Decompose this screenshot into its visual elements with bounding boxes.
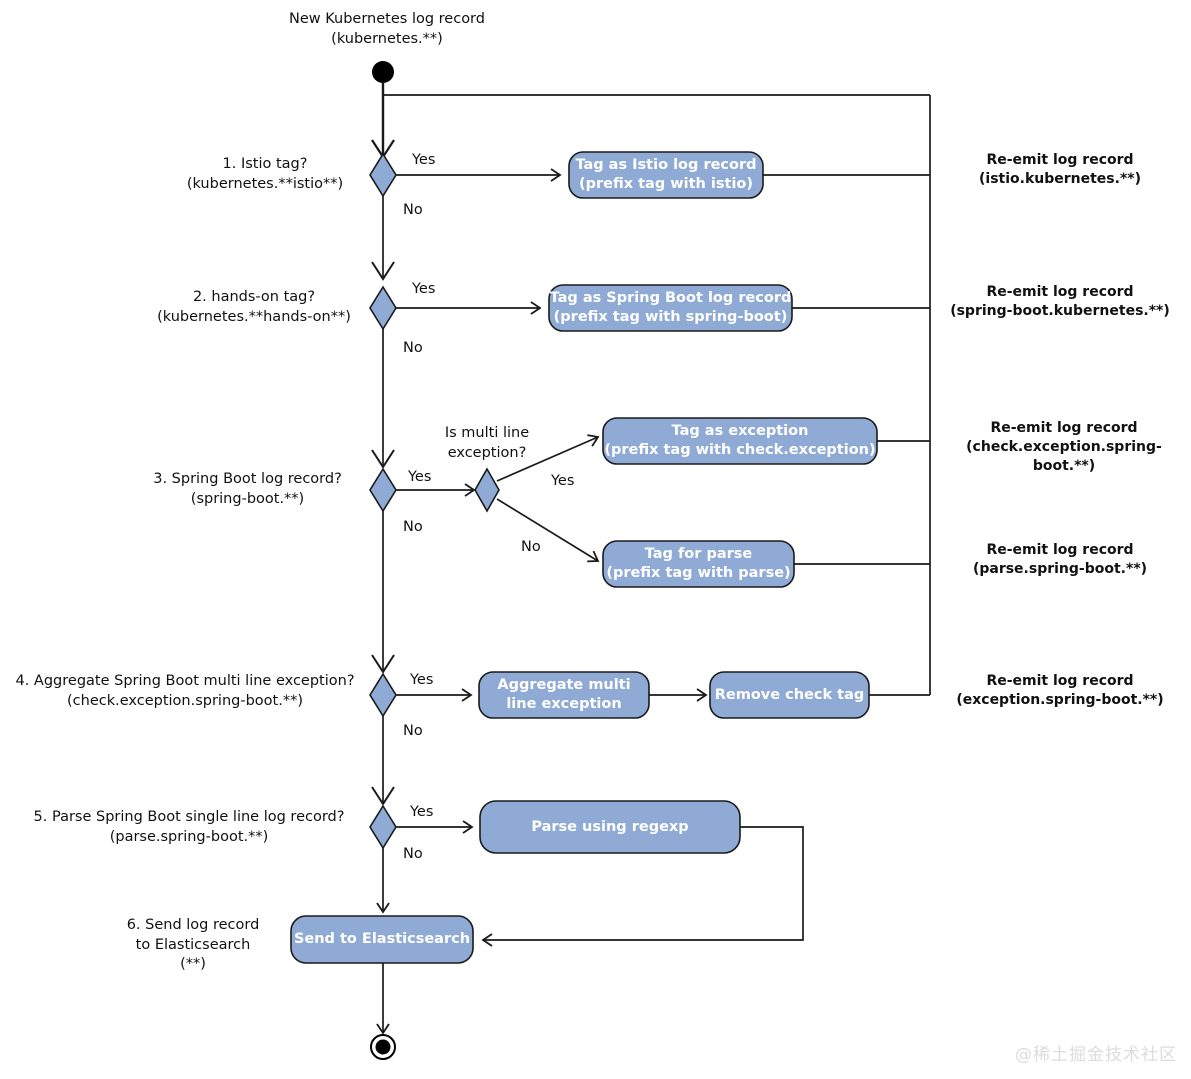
merge-arrow-d4 [371,654,395,674]
decision-3-label: 3. Spring Boot log record? (spring-boot.… [153,471,342,507]
merge-arrow-d3 [371,449,395,469]
edge-label-d4-no: No [403,723,423,739]
decision-3-diamond [369,467,397,513]
reemit-parse-label: Re-emit log record (parse.spring-boot.**… [972,542,1148,577]
decision-multiline-diamond [474,467,500,513]
decision-multiline-label: Is multi line exception? [444,425,530,461]
edge-label-d3-no: No [403,519,423,535]
edge-label-d3b-yes: Yes [551,473,575,489]
decision-4-label: 4. Aggregate Spring Boot multi line exce… [15,673,355,709]
action-tag-exception-shape [602,417,878,465]
merge-arrow-d2 [371,261,395,281]
decision-1-diamond [369,152,397,198]
reemit-exception-label: Re-emit log record (exception.spring-boo… [956,673,1164,708]
action-parse-regexp-shape [479,800,741,854]
edge-a7-to-elasticsearch [481,826,804,947]
edge-label-d5-yes: Yes [410,804,434,820]
decision-2-diamond [369,285,397,331]
decision-5-label: 5. Parse Spring Boot single line log rec… [33,809,345,845]
edge-label-d1-no: No [403,202,423,218]
watermark: @稀土掘金技术社区 [1015,1045,1177,1065]
reemit-istio-label: Re-emit log record (istio.kubernetes.**) [979,152,1141,187]
decision-1-label: 1. Istio tag? (kubernetes.**istio**) [186,156,344,192]
final-step-label: 6. Send log record to Elasticsearch (**) [126,917,260,973]
action-send-elasticsearch-shape [290,915,474,964]
action-tag-springboot-shape [548,284,793,332]
edge-label-d3b-no: No [521,539,541,555]
reemit-springboot-label: Re-emit log record (spring-boot.kubernet… [950,284,1170,319]
decision-5-diamond [369,804,397,850]
action-tag-istio-shape [568,151,764,199]
decision-2-label: 2. hands-on tag? (kubernetes.**hands-on*… [157,289,351,325]
action-tag-parse-shape [602,540,795,588]
start-label: New Kubernetes log record (kubernetes.**… [289,11,485,47]
final-node-core [375,1039,391,1055]
edge-label-d2-yes: Yes [412,281,436,297]
edge-d3b-no [496,498,600,563]
initial-node [372,61,394,83]
edge-label-d3-yes: Yes [408,469,432,485]
edge-label-d4-yes: Yes [410,672,434,688]
edge-label-d5-no: No [403,846,423,862]
edge-label-d1-yes: Yes [412,152,436,168]
decision-4-diamond [369,672,397,718]
action-remove-check-tag-shape [709,671,870,719]
edge-label-d2-no: No [403,340,423,356]
reemit-check-exception-label: Re-emit log record (check.exception.spri… [966,420,1162,474]
edge-d3b-yes [496,434,600,482]
merge-arrow-d5 [371,786,395,806]
action-aggregate-shape [478,671,650,719]
